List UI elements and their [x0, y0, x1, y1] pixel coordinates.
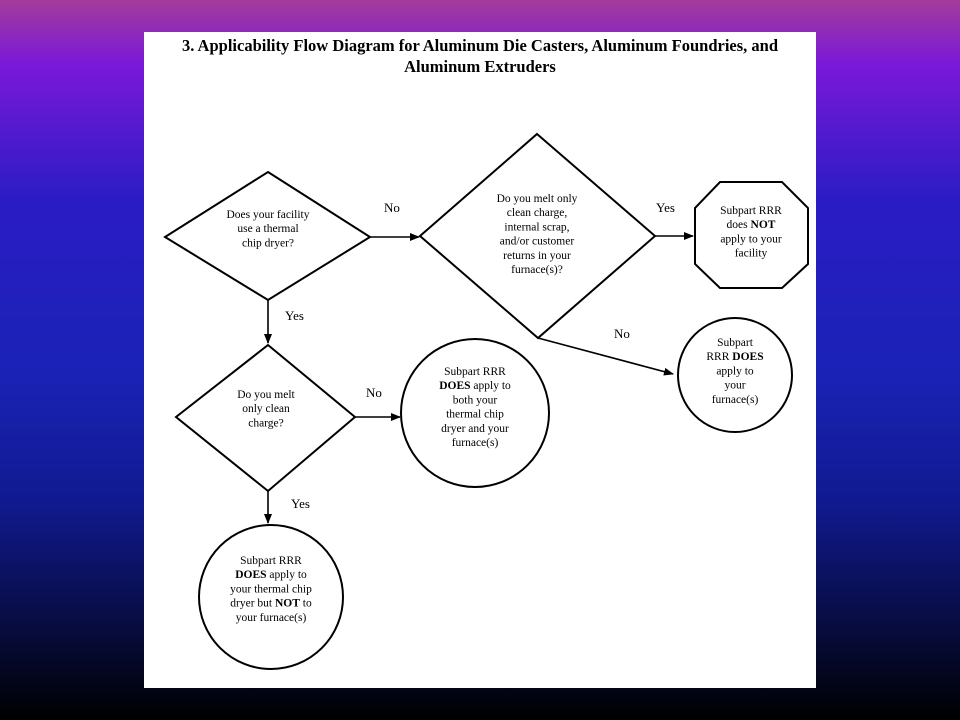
node-line-run: apply to: [267, 569, 307, 581]
decision-clean-charge-only-text: Do you melt only clean charge?: [237, 389, 295, 429]
result-not-apply-text: Subpart RRR does NOT apply to your facility: [720, 205, 782, 260]
edge-label-scrap-no: No: [614, 326, 630, 341]
edge-label-chip-dryer-no: No: [384, 200, 400, 215]
result-not-apply-octagon: Subpart RRR does NOT apply to your facility: [694, 181, 809, 289]
edge-label-scrap-yes: Yes: [656, 200, 675, 215]
edge-label-chip-dryer-yes: Yes: [285, 308, 304, 323]
diagram-panel: 3. Applicability Flow Diagram for Alumin…: [144, 32, 816, 688]
node-line-run: dryer and your: [441, 423, 509, 435]
node-line-run: chip dryer?: [242, 237, 294, 249]
node-line: Does your facility: [226, 209, 309, 221]
node-line-run: Does your facility: [226, 209, 309, 221]
node-line: thermal chip: [446, 409, 504, 421]
edge-scrap-no: [537, 337, 674, 376]
node-line-run: apply to: [716, 365, 754, 377]
node-line: furnace(s): [712, 394, 759, 406]
node-line-run: DOES: [439, 380, 470, 392]
node-line-run: NOT: [275, 598, 300, 610]
node-line-run: only clean: [242, 403, 290, 415]
node-line: Subpart: [717, 337, 754, 349]
node-line: Subpart RRR: [240, 555, 302, 567]
decision-chip-dryer: Does your facility use a thermal chip drye…: [163, 170, 372, 302]
node-line: and/or customer: [500, 236, 575, 248]
node-line: dryer but NOT to: [230, 598, 312, 610]
node-line-run: DOES: [732, 351, 763, 363]
node-line: DOES apply to: [235, 569, 307, 581]
diagram-title-line-2: Aluminum Extruders: [404, 57, 556, 76]
node-line-run: NOT: [751, 219, 776, 231]
node-line: your thermal chip: [230, 583, 312, 595]
node-line-run: your furnace(s): [236, 612, 307, 624]
node-line: DOES apply to: [439, 380, 511, 392]
node-line-run: facility: [735, 248, 768, 260]
node-line-run: charge?: [248, 417, 284, 429]
node-line: Subpart RRR: [720, 205, 782, 217]
node-line: Do you melt: [237, 389, 295, 401]
result-apply-dryer-only-circle: Subpart RRR DOES apply to your thermal chi…: [198, 524, 344, 670]
node-line: furnace(s)?: [511, 264, 563, 276]
node-line: use a thermal: [237, 223, 298, 235]
node-line: charge?: [248, 417, 284, 429]
flow-diagram: 3. Applicability Flow Diagram for Alumin…: [163, 36, 809, 670]
decision-clean-charge-only: Do you melt only clean charge?: [174, 343, 357, 493]
node-line-run: clean charge,: [507, 207, 568, 219]
node-line: facility: [735, 248, 768, 260]
decision-chip-dryer-text: Does your facility use a thermal chip drye…: [226, 209, 309, 249]
node-line-run: Subpart RRR: [240, 555, 302, 567]
node-line: Do you melt only: [497, 193, 578, 205]
node-line: apply to: [716, 365, 754, 377]
node-line-run: apply to your: [720, 233, 781, 245]
node-line: chip dryer?: [242, 237, 294, 249]
node-line-run: furnace(s): [712, 394, 759, 406]
node-line: furnace(s): [452, 437, 499, 449]
node-line-run: DOES: [235, 569, 266, 581]
edge-label-clean-only-yes: Yes: [291, 496, 310, 511]
node-line-run: does: [727, 219, 751, 231]
node-line-run: your: [724, 380, 745, 392]
decision-clean-charge-scrap-text: Do you melt only clean charge, internal sc…: [497, 193, 578, 276]
node-line-run: furnace(s)?: [511, 264, 563, 276]
result-apply-both-circle: Subpart RRR DOES apply to both your thermal…: [400, 338, 550, 488]
node-line-run: dryer but: [230, 598, 275, 610]
node-line: returns in your: [503, 250, 571, 262]
node-line: Subpart RRR: [444, 366, 506, 378]
node-line: your furnace(s): [236, 612, 307, 624]
node-line-run: and/or customer: [500, 236, 575, 248]
diagram-title-line-1: 3. Applicability Flow Diagram for Alumin…: [182, 36, 778, 55]
node-line-run: internal scrap,: [504, 221, 569, 233]
node-line: only clean: [242, 403, 290, 415]
node-line-run: both your: [453, 394, 498, 406]
node-line-run: Do you melt: [237, 389, 295, 401]
node-line-run: Subpart: [717, 337, 754, 349]
node-line-run: apply to: [471, 380, 511, 392]
node-line-run: to: [300, 598, 312, 610]
node-line-run: use a thermal: [237, 223, 298, 235]
node-line: dryer and your: [441, 423, 509, 435]
node-line-run: returns in your: [503, 250, 571, 262]
node-line-run: furnace(s): [452, 437, 499, 449]
result-apply-both-text: Subpart RRR DOES apply to both your thermal…: [439, 366, 511, 449]
decision-clean-charge-scrap: Do you melt only clean charge, internal sc…: [418, 132, 657, 340]
node-line: RRR DOES: [706, 351, 763, 363]
node-line: does NOT: [727, 219, 776, 231]
node-line-run: your thermal chip: [230, 583, 312, 595]
node-line: internal scrap,: [504, 221, 569, 233]
node-line-run: Do you melt only: [497, 193, 578, 205]
node-line: your: [724, 380, 745, 392]
edge-label-clean-only-no: No: [366, 385, 382, 400]
node-line-run: thermal chip: [446, 409, 504, 421]
node-line-run: Subpart RRR: [444, 366, 506, 378]
node-line: clean charge,: [507, 207, 568, 219]
result-apply-dryer-only-text: Subpart RRR DOES apply to your thermal chi…: [230, 555, 312, 624]
node-line: apply to your: [720, 233, 781, 245]
node-line-run: RRR: [706, 351, 732, 363]
node-line-run: Subpart RRR: [720, 205, 782, 217]
node-line: both your: [453, 394, 498, 406]
